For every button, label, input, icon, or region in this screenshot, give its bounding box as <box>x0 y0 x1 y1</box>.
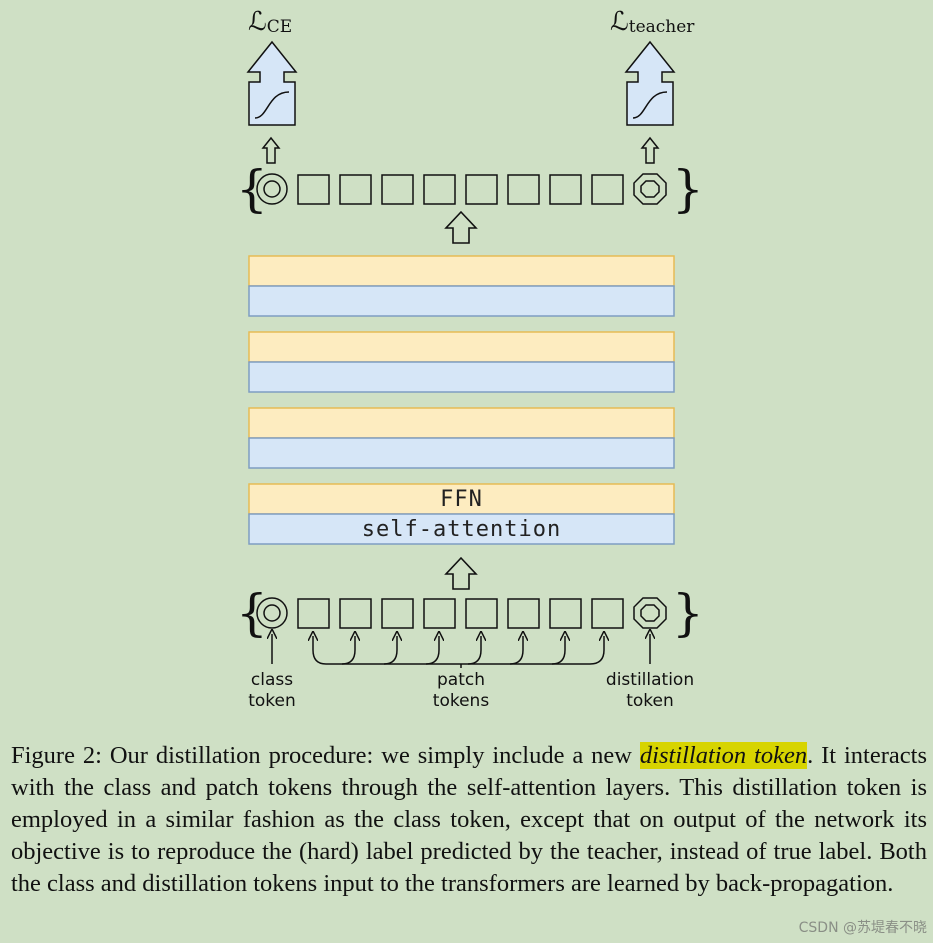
teacher-head <box>624 40 676 126</box>
patch-token-arrows <box>313 636 604 702</box>
up-arrow-icon <box>261 136 281 164</box>
class-token-icon <box>256 173 288 205</box>
loss-teacher-label: ℒteacher <box>610 7 695 37</box>
patch-token-boxes <box>297 598 624 629</box>
svg-text:ℒCE: ℒCE <box>248 7 292 37</box>
transformer-layer-labeled: FFN self-attention <box>248 483 675 545</box>
class-token-label: token <box>248 691 296 711</box>
distillation-token-label: token <box>626 691 674 711</box>
svg-text:ℒteacher: ℒteacher <box>610 7 695 37</box>
distillation-token-icon <box>633 173 667 205</box>
class-token-label: class <box>251 670 293 690</box>
figure-caption: Figure 2: Our distillation procedure: we… <box>11 740 927 900</box>
self-attention-block <box>248 513 675 545</box>
loss-ce-label: ℒCE <box>248 7 292 37</box>
distillation-token-icon <box>633 597 667 629</box>
output-token-row: { } <box>236 160 704 218</box>
self-attention-label: self-attention <box>362 517 561 542</box>
up-arrow-icon <box>640 136 660 164</box>
svg-text:{: { <box>236 160 268 218</box>
sigmoid-icon <box>254 91 290 119</box>
distillation-diagram: ℒCE ℒteacher { } <box>236 7 704 712</box>
distillation-token-label: distillation <box>606 670 694 690</box>
transformer-layer <box>248 407 675 469</box>
svg-text:}: } <box>672 584 704 642</box>
svg-text:}: } <box>672 160 704 218</box>
transformer-layer <box>248 255 675 317</box>
patch-tokens-label: patch <box>437 670 485 690</box>
caption-prefix: Figure 2: Our distillation procedure: we… <box>11 742 640 769</box>
up-arrow-icon <box>444 556 478 590</box>
svg-text:{: { <box>236 584 268 642</box>
ffn-label: FFN <box>440 487 483 512</box>
class-token-icon <box>256 597 288 629</box>
patch-tokens-label: tokens <box>433 691 490 711</box>
watermark: CSDN @苏堤春不晓 <box>798 920 927 936</box>
ce-head <box>246 40 298 126</box>
caption-highlight: distillation token <box>639 742 808 769</box>
sigmoid-icon <box>632 91 668 119</box>
patch-token-boxes <box>297 174 624 205</box>
input-token-row: { } <box>236 584 704 642</box>
transformer-layer <box>248 331 675 393</box>
up-arrow-icon <box>444 210 478 244</box>
caption-rest: . It interacts with the class and patch … <box>11 742 927 897</box>
